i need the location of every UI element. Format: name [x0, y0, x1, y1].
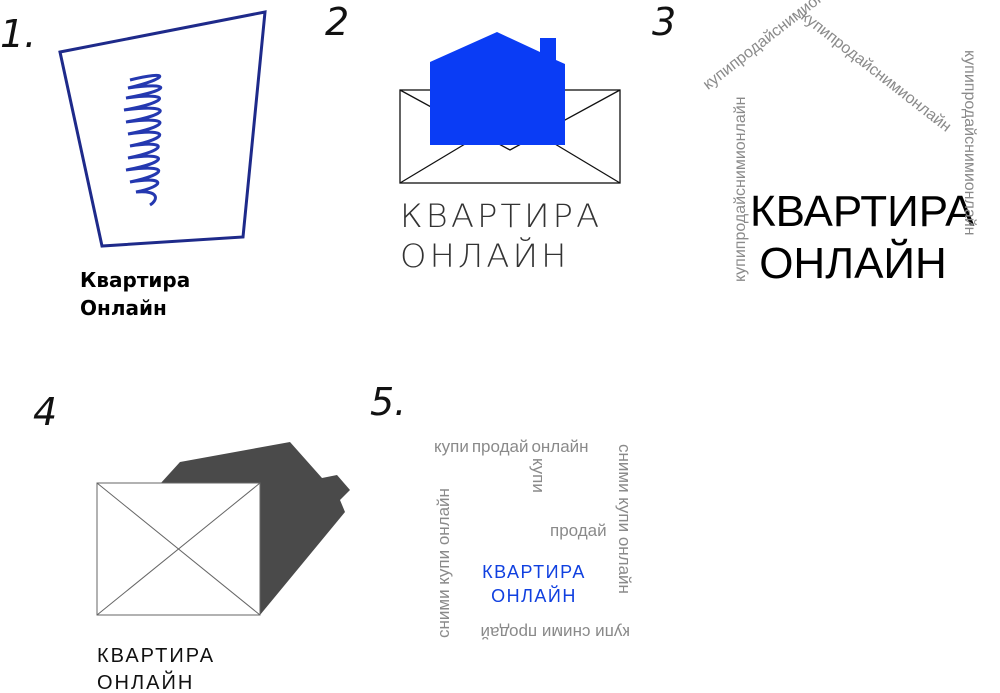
logo5-right: сними купи онлайн — [615, 444, 634, 594]
logo-line2: ОНЛАЙН — [97, 672, 195, 693]
logo-line1: КВАРТИРА — [97, 645, 216, 667]
logo3-wordmark: КВАРТИРА ОНЛАЙН — [750, 186, 975, 290]
variant-number: 1. — [0, 12, 37, 56]
logo1-wordmark: Квартира Онлайн — [80, 266, 190, 322]
logo4-envelope-line — [96, 482, 261, 616]
word: продай — [471, 437, 529, 456]
logo-line1: КВАРТИРА — [482, 562, 586, 582]
logo-line2: Онлайн — [80, 296, 167, 320]
logo4-wordmark: КВАРТИРА ОНЛАЙН — [97, 643, 215, 693]
logo5-mid: продай — [550, 521, 607, 540]
word: онлайн — [531, 437, 589, 456]
logo5-mid-vertical: купи — [529, 458, 548, 493]
variant-number: 5. — [370, 380, 407, 424]
word: купи — [434, 437, 469, 456]
logo1-frame — [58, 10, 267, 248]
logo-line1: КВАРТИРА — [400, 197, 603, 235]
logo-line2: ОНЛАЙН — [759, 239, 947, 288]
variant-number: 2 — [325, 0, 350, 44]
logo5-bottom: купи сними продай — [480, 623, 630, 642]
logo-line2: ОНЛАЙН — [400, 237, 570, 275]
logo3-wall-right: купипродайснимионлайн — [961, 50, 978, 236]
logo2-wordmark: КВАРТИРА ОНЛАЙН — [400, 196, 602, 276]
logo3-wall-left: купипродайснимионлайн — [732, 96, 749, 282]
logo-line2: ОНЛАЙН — [491, 586, 577, 606]
logo-line1: Квартира — [80, 268, 191, 292]
variant-number: 4 — [33, 390, 58, 434]
logo1-scribble — [123, 73, 163, 207]
logo2-house — [430, 32, 565, 145]
variant-number: 3 — [652, 0, 677, 44]
logo-line1: КВАРТИРА — [750, 187, 975, 236]
logo5-wordmark: КВАРТИРА ОНЛАЙН — [466, 560, 602, 608]
logo5-left: сними купи онлайн — [434, 488, 453, 638]
